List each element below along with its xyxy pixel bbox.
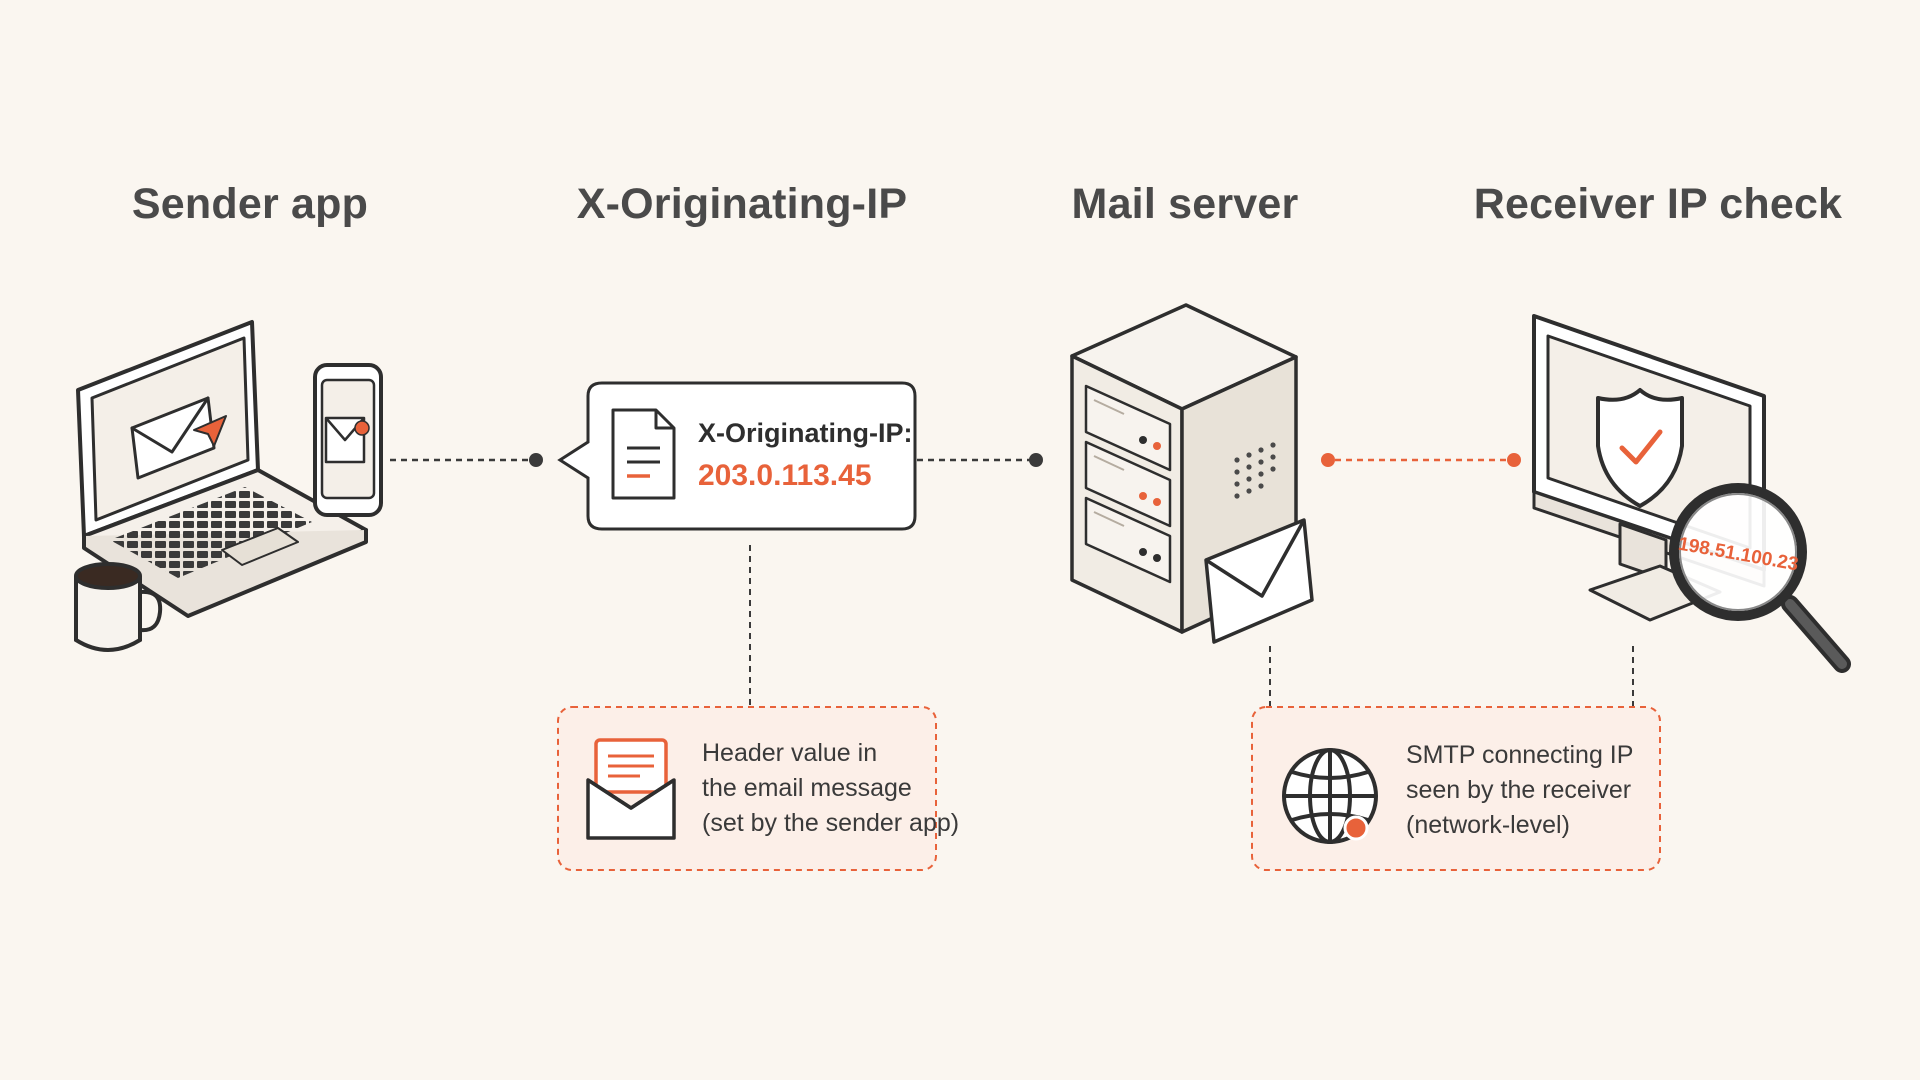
server-status-lights xyxy=(1139,436,1161,562)
title-sender-app: Sender app xyxy=(131,180,369,228)
title-receiver-ip-check: Receiver IP check xyxy=(1473,180,1843,228)
server-vent xyxy=(1234,442,1276,499)
smtp-note-line-3: (network-level) xyxy=(1406,811,1570,839)
title-x-originating-ip: X-Originating-IP xyxy=(576,180,908,228)
connector-sender-to-header xyxy=(390,453,543,467)
header-bubble-text: X-Originating-IP: 203.0.113.45 xyxy=(698,418,912,493)
magnifier-icon xyxy=(1669,483,1851,673)
connector-header-to-server xyxy=(917,453,1043,467)
smtp-note-line-2: seen by the receiver xyxy=(1406,776,1632,804)
globe-icon xyxy=(1282,748,1378,844)
header-note-line-2: the email message xyxy=(702,774,912,802)
header-ip-label: X-Originating-IP: xyxy=(698,418,913,448)
phone-icon xyxy=(313,363,383,517)
laptop-icon xyxy=(76,320,368,618)
envelope-icon xyxy=(1204,518,1314,644)
smtp-note-line-1: SMTP connecting IP xyxy=(1406,741,1634,769)
send-arrow-icon xyxy=(193,415,227,447)
shield-check-icon xyxy=(1596,388,1684,508)
connector-server-to-receiver xyxy=(1321,453,1521,467)
header-bubble xyxy=(557,381,917,531)
header-note-line-3: (set by the sender app) xyxy=(702,809,960,837)
header-ip-value: 203.0.113.45 xyxy=(698,459,872,492)
document-icon xyxy=(611,408,676,500)
coffee-mug-icon xyxy=(74,562,163,652)
title-mail-server: Mail server xyxy=(1071,180,1299,228)
email-letter-icon xyxy=(586,738,676,840)
header-note-text: Header value in the email message (set b… xyxy=(702,736,959,841)
smtp-note-text: SMTP connecting IP seen by the receiver … xyxy=(1406,738,1633,843)
header-note-line-1: Header value in xyxy=(702,739,878,767)
